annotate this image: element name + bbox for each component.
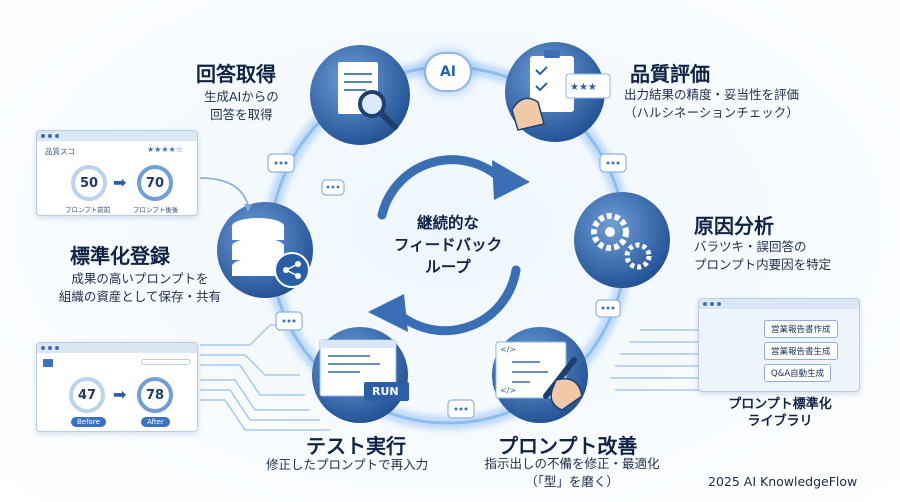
after-pill: After [141, 417, 170, 427]
step-register-desc-line-2: 組織の資産として保存・共有 [58, 289, 222, 304]
step-register-title: 標準化登録 [70, 244, 170, 268]
node-quality: ★★★ [505, 42, 611, 142]
score-arrow-icon: ➡ [113, 173, 127, 192]
center-line-3: ループ [425, 258, 471, 276]
score-card: 品質スコ ★★★★☆ 50 ➡ 70 プロンプト前前 プロンプト後後 [36, 130, 198, 216]
arrow-head-bottom [368, 294, 408, 332]
step-cause-desc-line-1: バラツキ・誤回答の [694, 239, 807, 254]
center-line-1: 継続的な [416, 214, 479, 232]
circuit-lines-left [200, 324, 330, 431]
central-loop-arrows [377, 155, 521, 336]
library-title-line-1: プロンプト標準化 [728, 397, 832, 412]
score-after-ring: 70 [137, 165, 173, 201]
node-cause [574, 192, 670, 288]
step-register-desc-line-1: 成果の高いプロンプトを [71, 271, 209, 286]
step-quality-desc-line-2: （ハルシネーションチェック） [624, 105, 799, 120]
center-line-2: フィードバック [393, 236, 503, 254]
library-item-3: Q&A自動生成 [764, 364, 832, 382]
ai-badge: AI [424, 52, 472, 92]
score-card-titlebar [37, 131, 197, 141]
sidebar-block [43, 359, 53, 367]
svg-text:★★★: ★★★ [570, 82, 597, 93]
before-ring: 47 [69, 377, 105, 413]
step-answer-title: 回答取得 [196, 62, 276, 86]
code-tag-top: </> [500, 345, 517, 354]
node-improve [492, 327, 588, 423]
step-improve-desc: 指示出しの不備を修正・最適化 （「型」を磨く） [478, 455, 666, 491]
footer-credit: 2025 AI KnowledgeFlow [708, 474, 858, 489]
score-after-label: プロンプト後後 [133, 206, 179, 214]
score-after-value: 70 [145, 175, 165, 191]
after-value: 78 [145, 387, 165, 403]
step-quality-title: 品質評価 [630, 62, 710, 86]
step-test-desc: 修正したプロンプトで再入力 [266, 457, 429, 472]
node-register [217, 202, 313, 298]
step-test-title: テスト実行 [306, 434, 406, 458]
before-after-titlebar [37, 343, 197, 353]
library-card-titlebar [699, 299, 859, 309]
chat-bubble-icon [267, 153, 627, 419]
node-answer [310, 45, 410, 145]
step-improve-desc-line-1: 指示出しの不備を修正・最適化 [484, 456, 660, 471]
score-before-ring: 50 [71, 165, 107, 201]
score-before-label: プロンプト前前 [65, 206, 111, 214]
score-before-value: 50 [79, 175, 99, 191]
library-title-line-2: ライブラリ [747, 414, 813, 429]
before-value: 47 [77, 387, 97, 403]
code-tag-bottom: </> [500, 386, 517, 395]
library-item-2: 営業報告書生成 [764, 342, 838, 360]
step-cause-desc-line-2: プロンプト内要因を特定 [694, 257, 832, 272]
step-improve-desc-line-2: （「型」を磨く） [525, 474, 619, 489]
library-title: プロンプト標準化 ライブラリ [702, 396, 858, 430]
score-card-stars: ★★★★☆ [147, 145, 183, 154]
search-bar [141, 359, 191, 365]
card-connector-arrow [199, 177, 249, 206]
step-answer-desc-line-1: 生成AIからの [204, 89, 279, 104]
before-after-arrow-icon: ➡ [113, 385, 127, 404]
step-cause-desc: バラツキ・誤回答の プロンプト内要因を特定 [694, 238, 831, 274]
step-quality-desc-line-1: 出力結果の精度・妥当性を評価 [624, 87, 800, 102]
arrow-head-top [492, 160, 530, 200]
step-answer-desc: 生成AIからの 回答を取得 [204, 88, 279, 124]
step-answer-desc-line-2: 回答を取得 [210, 107, 273, 122]
circuit-lines-right [610, 329, 700, 391]
node-test [312, 327, 408, 423]
ai-badge-label: AI [439, 64, 457, 80]
before-after-card: 47 ➡ 78 Before After [36, 342, 198, 432]
run-button: RUN [364, 382, 409, 401]
score-card-label: 品質スコ [45, 147, 75, 156]
after-ring: 78 [137, 377, 173, 413]
center-loop-label: 継続的な フィードバック ループ [388, 212, 508, 278]
step-quality-desc: 出力結果の精度・妥当性を評価 （ハルシネーションチェック） [624, 86, 799, 122]
step-cause-title: 原因分析 [694, 214, 774, 238]
step-register-desc: 成果の高いプロンプトを 組織の資産として保存・共有 [42, 270, 238, 306]
library-item-1: 営業報告書作成 [764, 320, 838, 338]
before-pill: Before [71, 417, 106, 427]
step-improve-title: プロンプト改善 [498, 434, 638, 458]
